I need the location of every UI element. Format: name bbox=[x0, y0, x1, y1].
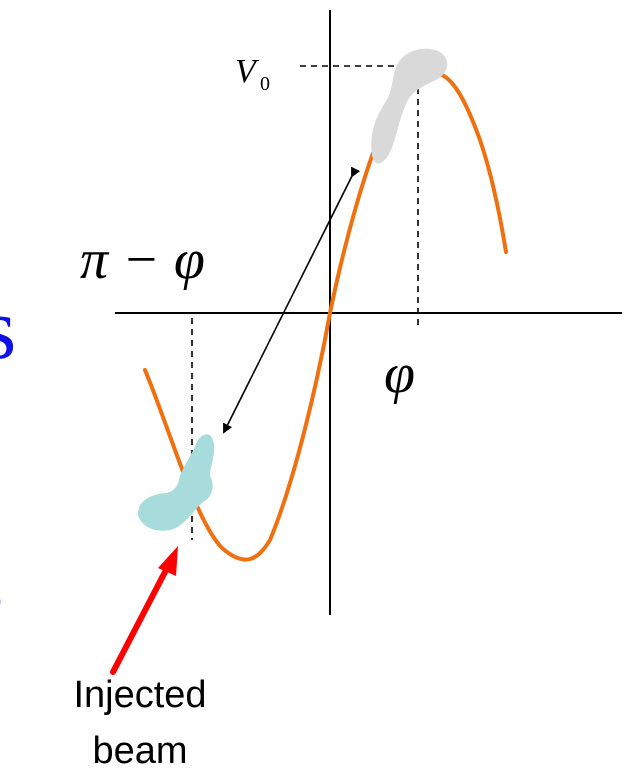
pi-minus-phi-label: π − φ bbox=[80, 229, 205, 291]
caption-line-1: Injected bbox=[73, 674, 206, 716]
bunch-at-crest bbox=[371, 48, 448, 164]
caption-line-2: beam bbox=[92, 730, 187, 772]
clipped-text-group: s d g bbox=[0, 281, 16, 618]
injection-arrow-shaft bbox=[110, 567, 169, 675]
phi-label: φ bbox=[384, 343, 415, 405]
v0-label-subscript: 0 bbox=[260, 73, 270, 95]
injection-arrow-head bbox=[158, 546, 178, 576]
v0-label: V 0 bbox=[235, 53, 270, 95]
clipped-text-s: s bbox=[0, 281, 16, 378]
clipped-text-g: g bbox=[0, 521, 2, 618]
energy-swing-arrow bbox=[223, 166, 361, 434]
injected-bunch bbox=[138, 434, 215, 531]
v0-label-main: V bbox=[235, 53, 260, 90]
